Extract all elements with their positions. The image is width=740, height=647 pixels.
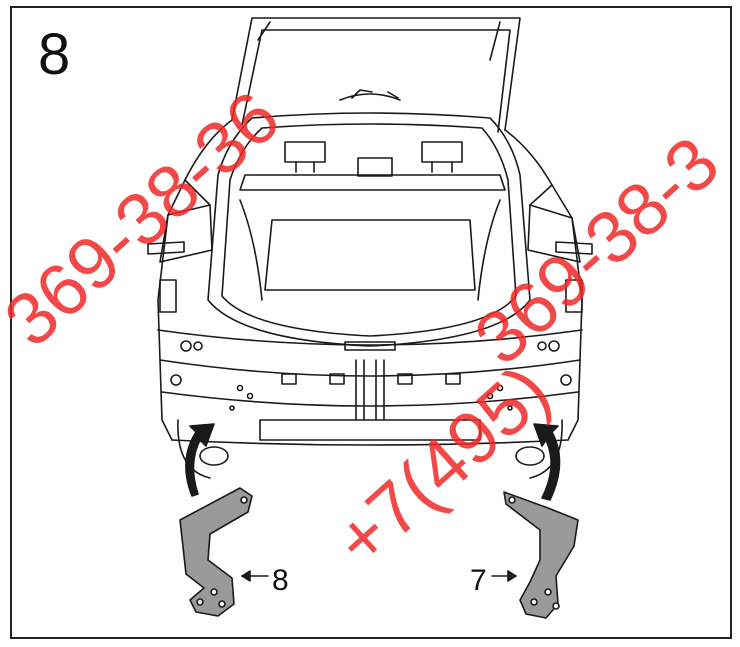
callout-arrow-8 [241,570,269,582]
install-arrow-right [533,423,561,501]
open-tailgate [231,17,521,133]
diagram-frame [10,6,732,639]
bracket-part-7 [503,491,579,619]
part-label-7: 7 [470,564,487,597]
part-label-8: 8 [272,564,289,597]
install-arrow-left [185,423,215,497]
callout-arrow-7 [491,570,517,582]
step-number: 8 [38,22,71,87]
bracket-part-8 [179,487,253,617]
